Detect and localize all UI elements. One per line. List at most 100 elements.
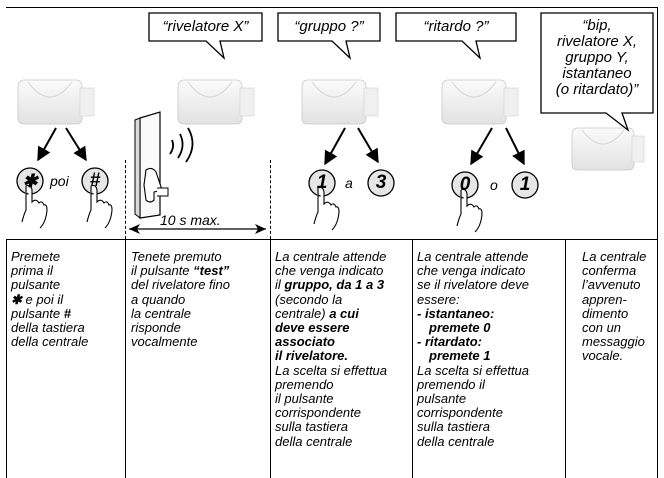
text-line: La scelta si effettua bbox=[417, 362, 530, 378]
text-line: il gruppo, da 1 a 3 bbox=[275, 278, 412, 292]
connector-a: a bbox=[345, 175, 353, 191]
detector-icon bbox=[134, 111, 169, 220]
text-line: pulsante bbox=[11, 277, 61, 293]
text-line: messaggio bbox=[582, 334, 645, 350]
bubble-line-5: (o ritardato)” bbox=[555, 81, 639, 98]
text-line: con un bbox=[582, 320, 622, 336]
text-line: sulla tastiera bbox=[417, 419, 490, 435]
bubble-detector-text: “rivelatore X” bbox=[162, 18, 249, 35]
text-fragment: pulsante bbox=[11, 305, 64, 321]
text-line: la centrale bbox=[131, 305, 191, 321]
text-line: che venga indicato bbox=[417, 263, 526, 279]
column-divider-2 bbox=[270, 239, 271, 478]
text-fragment-bold: a cui bbox=[329, 305, 359, 321]
step-3-text: La centrale attende che venga indicato i… bbox=[275, 249, 412, 449]
column-divider-3 bbox=[412, 239, 413, 478]
key-0-label: 0 bbox=[459, 174, 471, 195]
text-line: La centrale attende bbox=[417, 249, 529, 264]
step-5-text: La centrale conferma l’avvenuto appren- … bbox=[582, 249, 656, 364]
bubble-3-shape bbox=[395, 12, 517, 60]
text-line: della tastiera bbox=[11, 320, 85, 336]
text-line: a quando bbox=[131, 291, 186, 307]
text-line: Tenete premuto bbox=[131, 249, 222, 264]
text-line: il rivelatore. bbox=[275, 348, 348, 364]
text-line: sulla tastiera bbox=[275, 419, 348, 435]
duration-label: 10 s max. bbox=[160, 212, 221, 228]
text-line: che venga indicato bbox=[275, 263, 384, 279]
key-1b-icon bbox=[511, 171, 539, 199]
top-rule bbox=[6, 7, 658, 8]
control-unit-2 bbox=[177, 79, 255, 125]
text-line: prima il bbox=[11, 263, 53, 279]
column-divider-4 bbox=[565, 239, 566, 478]
column-divider-1 bbox=[125, 239, 126, 478]
bubble-line-3: gruppo Y, bbox=[565, 49, 629, 66]
middle-rule bbox=[6, 239, 658, 240]
text-line: appren- bbox=[582, 291, 627, 307]
text-line: essere: bbox=[417, 291, 460, 307]
key-1b-label: 1 bbox=[519, 174, 531, 195]
key-3-icon bbox=[367, 169, 395, 197]
text-line: del rivelatore fino bbox=[131, 277, 230, 293]
text-fragment-bold: gruppo, da 1 a 3 bbox=[284, 277, 385, 293]
bubble-group-text: “gruppo ?” bbox=[294, 18, 364, 35]
text-line: il pulsante “test” bbox=[131, 264, 269, 278]
bubble-delay-text: “ritardo ?” bbox=[423, 18, 489, 35]
text-line: La centrale bbox=[582, 249, 647, 264]
signal-waves-icon bbox=[169, 127, 194, 163]
text-line: l’avvenuto bbox=[582, 277, 641, 293]
text-line: La scelta si effettua bbox=[275, 362, 388, 378]
text-line: La centrale attende bbox=[275, 249, 387, 264]
key-1-label: 1 bbox=[316, 172, 328, 193]
text-line: se il rivelatore deve bbox=[417, 277, 529, 293]
text-fragment: centrale) bbox=[275, 305, 330, 321]
text-line: vocale. bbox=[582, 348, 624, 364]
bubble-line-2: rivelatore X, bbox=[556, 33, 638, 50]
right-rule bbox=[657, 7, 658, 478]
star-symbol: ✱ bbox=[11, 291, 22, 307]
text-line: conferma bbox=[582, 263, 637, 279]
text-line: della centrale bbox=[275, 433, 353, 449]
text-line: premete 0 bbox=[429, 320, 491, 336]
text-line: premete 1 bbox=[429, 348, 491, 364]
text-line: associato bbox=[275, 334, 335, 350]
text-line: Premete bbox=[11, 249, 61, 264]
measure-left-dash bbox=[125, 160, 126, 239]
bubble-line-1: “bip, bbox=[582, 17, 612, 34]
bubble-2-shape bbox=[277, 12, 381, 60]
text-line: (secondo la bbox=[275, 291, 343, 307]
key-hash-label: # bbox=[89, 170, 101, 191]
duration-arrow-icon bbox=[129, 224, 266, 234]
control-unit-1 bbox=[17, 79, 95, 125]
text-line: - istantaneo: bbox=[417, 305, 495, 321]
text-line: corrispondente bbox=[417, 405, 503, 421]
text-line: il pulsante bbox=[275, 391, 334, 407]
text-line: ✱ e poi il bbox=[11, 291, 123, 307]
bubble-1-shape bbox=[148, 12, 263, 60]
control-unit-4 bbox=[441, 79, 519, 125]
text-line: vocalmente bbox=[131, 334, 198, 350]
text-line: della centrale bbox=[11, 334, 89, 350]
finger-icon bbox=[21, 184, 483, 233]
bubble-line-4: istantaneo bbox=[562, 65, 632, 82]
control-unit-5 bbox=[571, 127, 645, 171]
control-unit-3 bbox=[301, 79, 379, 125]
key-star-label: ✱ bbox=[22, 171, 38, 191]
connector-poi: poi bbox=[50, 173, 69, 189]
text-line: deve essere bbox=[275, 320, 350, 336]
text-line: premendo il bbox=[417, 376, 485, 392]
hash-symbol: # bbox=[63, 305, 71, 321]
text-line: premendo bbox=[275, 376, 334, 392]
step-4-text: La centrale attende che venga indicato s… bbox=[417, 249, 563, 449]
text-line: pulsante bbox=[417, 391, 467, 407]
text-line: dimento bbox=[582, 305, 629, 321]
text-line: pulsante # bbox=[11, 305, 123, 321]
measure-right-dash bbox=[270, 160, 271, 239]
key-3-label: 3 bbox=[375, 172, 387, 193]
text-line: corrispondente bbox=[275, 405, 361, 421]
step-2-text: Tenete premuto il pulsante “test” del ri… bbox=[131, 249, 269, 350]
text-line: risponde bbox=[131, 320, 181, 336]
text-fragment-bold: “test” bbox=[193, 263, 230, 279]
